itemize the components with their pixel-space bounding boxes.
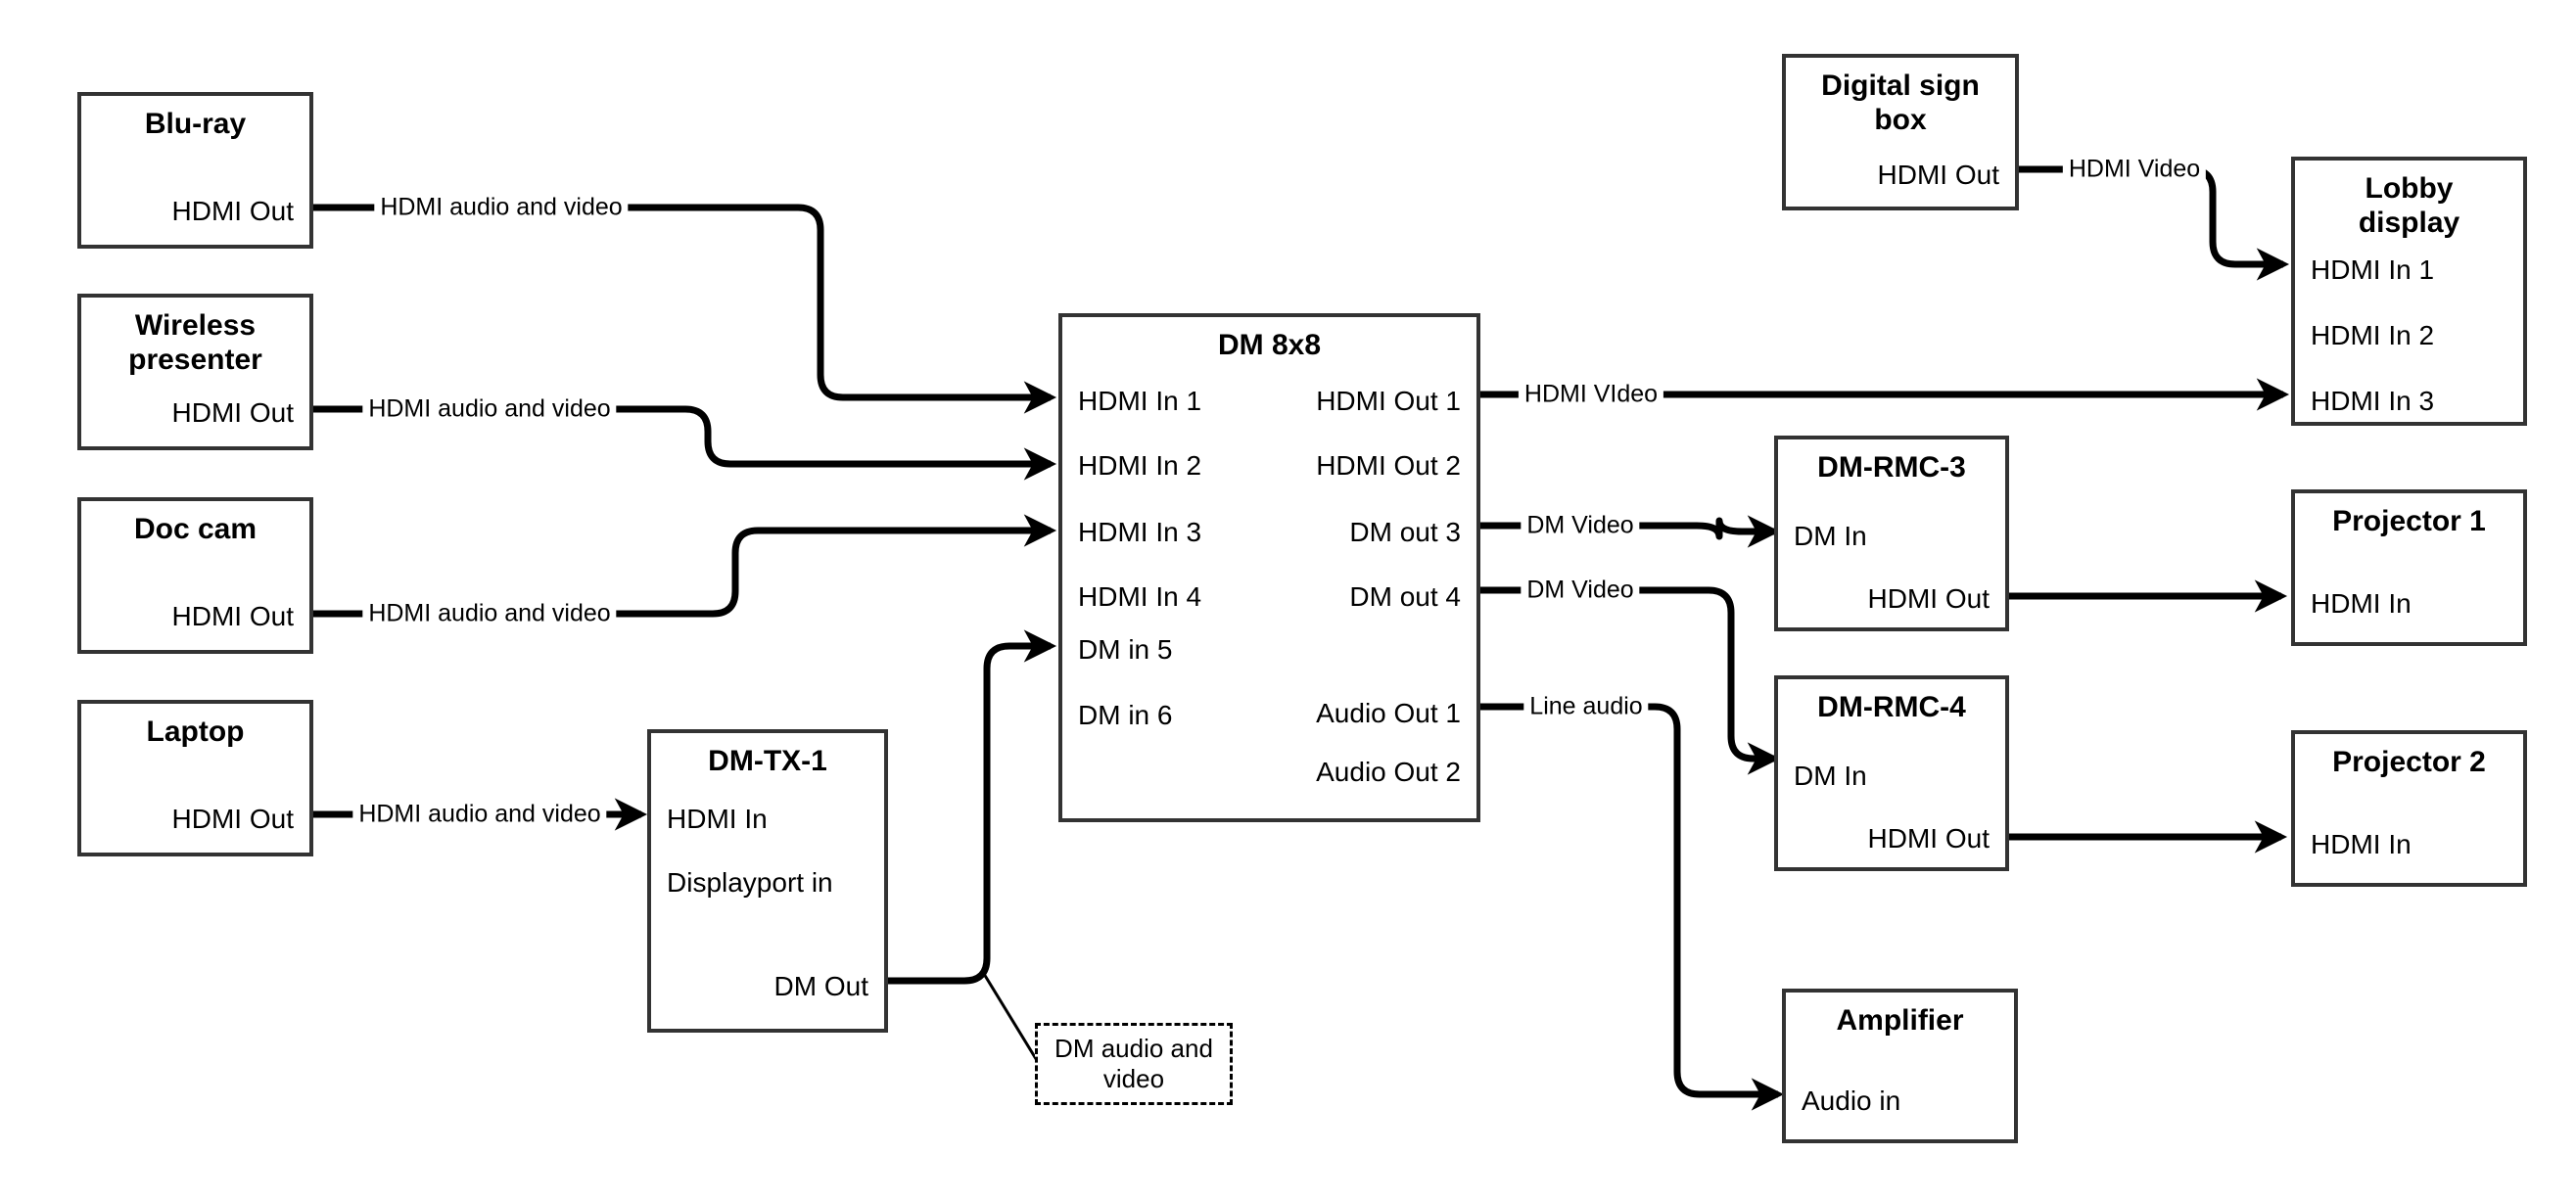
port-bluray-hdmi-out[interactable]: HDMI Out	[171, 196, 294, 226]
device-projector-1-title: Projector 1	[2332, 505, 2486, 537]
link-label-wireless: HDMI audio and video	[362, 394, 617, 424]
wire-wireless-to-hdmi-in-2	[313, 405, 1057, 481]
port-dm-rmc-3-hdmi-out[interactable]: HDMI Out	[1867, 583, 1990, 614]
wire-bluray-to-hdmi-in-1	[313, 204, 1057, 414]
device-amplifier-title: Amplifier	[1836, 1004, 1964, 1037]
wire-audio-out-1-to-amplifier	[1480, 703, 1785, 1111]
wire-doccam-to-hdmi-in-3	[313, 514, 1057, 618]
port-dm8x8-dm-in-5[interactable]: DM in 5	[1078, 634, 1173, 665]
port-dm8x8-hdmi-in-4[interactable]: HDMI In 4	[1078, 581, 1202, 612]
port-laptop-hdmi-out[interactable]: HDMI Out	[171, 804, 294, 834]
link-label-bluray: HDMI audio and video	[374, 193, 629, 222]
link-label-audio-out-1: Line audio	[1523, 692, 1649, 721]
device-dm-rmc-3[interactable]: DM-RMC-3 DM In HDMI Out	[1774, 436, 2009, 631]
port-doc-cam-hdmi-out[interactable]: HDMI Out	[171, 601, 294, 631]
port-dm8x8-hdmi-out-1[interactable]: HDMI Out 1	[1316, 386, 1461, 416]
port-dm8x8-dm-out-4[interactable]: DM out 4	[1349, 581, 1461, 612]
device-dm-tx-1[interactable]: DM-TX-1 HDMI In Displayport in DM Out	[647, 729, 888, 1033]
port-dm8x8-audio-out-2[interactable]: Audio Out 2	[1316, 757, 1461, 787]
wire-dm-out-4-to-rmc4	[1480, 586, 1781, 775]
port-dm8x8-dm-in-6[interactable]: DM in 6	[1078, 700, 1173, 730]
device-digital-sign-box-title: Digital sign box	[1821, 69, 1980, 136]
device-dm-rmc-4-title: DM-RMC-4	[1817, 691, 1966, 723]
port-dm8x8-dm-out-3[interactable]: DM out 3	[1349, 517, 1461, 547]
link-label-digitalsign: HDMI Video	[2062, 155, 2207, 184]
port-lobby-display-hdmi-in-1[interactable]: HDMI In 1	[2311, 254, 2435, 285]
link-label-doccam: HDMI audio and video	[362, 599, 617, 628]
device-dm-tx-1-title: DM-TX-1	[708, 745, 827, 777]
device-wireless-presenter[interactable]: Wireless presenter HDMI Out	[77, 294, 313, 450]
device-dm-rmc-4[interactable]: DM-RMC-4 DM In HDMI Out	[1774, 675, 2009, 871]
port-dm-rmc-4-hdmi-out[interactable]: HDMI Out	[1867, 823, 1990, 854]
device-dm-rmc-3-title: DM-RMC-3	[1817, 451, 1966, 484]
device-lobby-display[interactable]: Lobby display HDMI In 1 HDMI In 2 HDMI I…	[2291, 157, 2527, 426]
port-dm8x8-hdmi-in-3[interactable]: HDMI In 3	[1078, 517, 1202, 547]
device-digital-sign-box[interactable]: Digital sign box HDMI Out	[1782, 54, 2019, 210]
leader-line-dm-audio-video	[982, 973, 1040, 1063]
device-lobby-display-title: Lobby display	[2358, 172, 2460, 239]
port-lobby-display-hdmi-in-2[interactable]: HDMI In 2	[2311, 320, 2435, 350]
device-dm-8x8-title: DM 8x8	[1217, 329, 1322, 361]
device-dm-8x8[interactable]: DM 8x8 HDMI In 1 HDMI In 2 HDMI In 3 HDM…	[1058, 313, 1480, 822]
device-bluray-title: Blu-ray	[144, 108, 247, 140]
device-laptop-title: Laptop	[146, 716, 245, 748]
port-lobby-display-hdmi-in-3[interactable]: HDMI In 3	[2311, 386, 2435, 416]
port-dm8x8-hdmi-out-2[interactable]: HDMI Out 2	[1316, 450, 1461, 481]
wire-dmtx1-to-dm-in-5	[888, 629, 1057, 985]
device-projector-2-title: Projector 2	[2332, 746, 2486, 778]
device-laptop[interactable]: Laptop HDMI Out	[77, 700, 313, 856]
port-dm-tx-1-displayport-in[interactable]: Displayport in	[667, 867, 833, 898]
link-label-laptop: HDMI audio and video	[352, 800, 607, 829]
port-wireless-presenter-hdmi-out[interactable]: HDMI Out	[171, 397, 294, 428]
device-wireless-presenter-title: Wireless presenter	[128, 309, 262, 376]
wire-dm-out-3-to-rmc3	[1480, 515, 1781, 548]
device-projector-2[interactable]: Projector 2 HDMI In	[2291, 730, 2527, 887]
callout-dm-audio-and-video: DM audio and video	[1035, 1023, 1233, 1105]
port-dm-tx-1-dm-out[interactable]: DM Out	[773, 971, 868, 1001]
port-dm-rmc-3-dm-in[interactable]: DM In	[1794, 521, 1867, 551]
device-doc-cam[interactable]: Doc cam HDMI Out	[77, 497, 313, 654]
link-label-hdmi-out-1: HDMI VIdeo	[1518, 380, 1664, 409]
port-amplifier-audio-in[interactable]: Audio in	[1802, 1086, 1901, 1116]
port-dm-tx-1-hdmi-in[interactable]: HDMI In	[667, 804, 768, 834]
port-projector-1-hdmi-in[interactable]: HDMI In	[2311, 588, 2412, 619]
port-dm8x8-audio-out-1[interactable]: Audio Out 1	[1316, 698, 1461, 728]
link-label-dm-out-3: DM Video	[1521, 511, 1640, 540]
port-dm-rmc-4-dm-in[interactable]: DM In	[1794, 761, 1867, 791]
device-bluray[interactable]: Blu-ray HDMI Out	[77, 92, 313, 249]
wire-digitalsign-to-lobby-hdmi-in-1	[2019, 165, 2290, 281]
device-projector-1[interactable]: Projector 1 HDMI In	[2291, 489, 2527, 646]
port-dm8x8-hdmi-in-2[interactable]: HDMI In 2	[1078, 450, 1202, 481]
port-dm8x8-hdmi-in-1[interactable]: HDMI In 1	[1078, 386, 1202, 416]
port-digital-sign-box-hdmi-out[interactable]: HDMI Out	[1877, 160, 1999, 190]
port-projector-2-hdmi-in[interactable]: HDMI In	[2311, 829, 2412, 859]
link-label-dm-out-4: DM Video	[1521, 576, 1640, 605]
device-amplifier[interactable]: Amplifier Audio in	[1782, 989, 2018, 1143]
device-doc-cam-title: Doc cam	[133, 513, 258, 545]
